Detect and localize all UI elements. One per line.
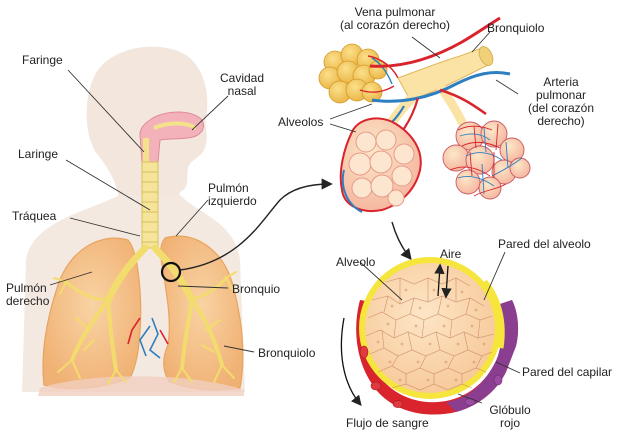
label-aire: Aire [440,248,461,261]
label-bronquio: Bronquio [232,283,280,296]
label-faringe: Faringe [22,54,63,67]
label-arteria-pulmonar: Arteria pulmonar (del corazón derecho) [518,76,604,128]
label-alveolo: Alveolo [336,256,375,269]
label-bronquiolo-lung: Bronquiolo [258,347,315,360]
label-globulo-rojo: Glóbulo rojo [478,404,542,430]
label-flujo-sangre: Flujo de sangre [346,417,429,430]
label-traquea: Tráquea [12,210,56,223]
label-bronquiolo-top: Bronquiolo [487,22,544,35]
label-pared-alveolo: Pared del alveolo [498,238,591,251]
label-pulmon-izquierdo: Pulmón izquierdo [208,182,257,208]
label-pulmon-derecho: Pulmón derecho [6,282,49,308]
bronchiole-cluster [319,18,530,212]
trachea [142,162,158,248]
label-laringe: Laringe [18,148,58,161]
label-alveolos: Alveolos [278,116,323,129]
label-cavidad-nasal: Cavidad nasal [206,72,278,98]
label-vena-pulmonar: Vena pulmonar (al corazón derecho) [325,6,465,32]
zoom-arrow-down [392,222,410,258]
label-pared-capilar: Pared del capilar [522,366,612,379]
